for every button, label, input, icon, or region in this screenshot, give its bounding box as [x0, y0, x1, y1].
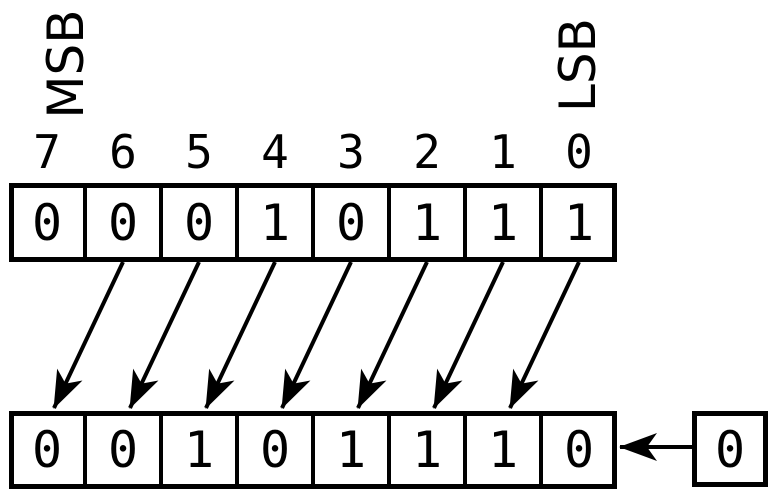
- bottom-bit-4: 0: [260, 421, 290, 479]
- carry-in-group: 0: [619, 411, 768, 487]
- lsb-label: LSB: [549, 18, 607, 112]
- top-bit-1: 1: [488, 194, 518, 252]
- bottom-bit-0: 0: [564, 421, 594, 479]
- top-bit-0: 1: [564, 194, 594, 252]
- carry-in-value: 0: [715, 421, 745, 479]
- bit-position-6: 6: [109, 125, 137, 179]
- bottom-bit-5: 1: [184, 421, 214, 479]
- shift-arrow-icon: [356, 261, 429, 409]
- top-bit-3: 0: [336, 194, 366, 252]
- top-bit-2: 1: [412, 194, 442, 252]
- top-register: 0 0 0 1 0 1 1 1: [9, 183, 617, 262]
- bit-position-5: 5: [185, 125, 213, 179]
- bit-position-4: 4: [261, 125, 289, 179]
- top-bit-6: 0: [108, 194, 138, 252]
- bottom-bit-2: 1: [412, 421, 442, 479]
- bottom-bit-6: 0: [108, 421, 138, 479]
- top-bit-5: 0: [184, 194, 214, 252]
- shift-arrow-icon: [280, 261, 353, 409]
- shift-arrow-icon: [204, 261, 277, 409]
- bottom-register: 0 0 1 0 1 1 1 0: [9, 411, 617, 489]
- shift-arrows: [52, 261, 581, 409]
- carry-in-box: [692, 411, 768, 487]
- bit-position-1: 1: [489, 125, 517, 179]
- bit-position-7: 7: [33, 125, 61, 179]
- msb-label: MSB: [37, 9, 95, 118]
- shift-arrow-icon: [432, 261, 505, 409]
- bit-position-2: 2: [413, 125, 441, 179]
- bit-position-0: 0: [565, 125, 593, 179]
- shift-arrow-icon: [52, 261, 125, 409]
- bit-position-3: 3: [337, 125, 365, 179]
- bottom-bit-3: 1: [336, 421, 366, 479]
- shift-arrow-icon: [508, 261, 581, 409]
- shift-arrow-icon: [128, 261, 201, 409]
- bottom-bit-1: 1: [488, 421, 518, 479]
- top-bit-7: 0: [32, 194, 62, 252]
- top-bit-4: 1: [260, 194, 290, 252]
- bottom-bit-7: 0: [32, 421, 62, 479]
